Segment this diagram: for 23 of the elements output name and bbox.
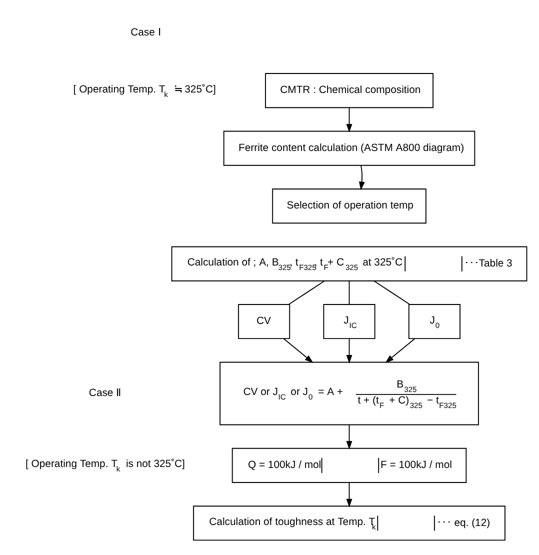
node-box: Q = 100kJ / mol F = 100kJ / mol xyxy=(232,447,467,482)
label: Case Ⅰ xyxy=(130,26,161,38)
arrow xyxy=(283,338,314,362)
node-box: CV xyxy=(238,304,290,339)
label: [ Operating Temp. T$_{k}$ ≒ 325˚C] xyxy=(73,84,216,98)
arrow xyxy=(346,424,352,450)
node-box: CV or J$_{IC}$ or J$_{0}$ = A + B$_{325}$ t + (t$_{F}$ + C)$_{325}$ − t$_{F325}$ xyxy=(220,361,479,425)
node-box: Selection of operation temp xyxy=(272,188,426,224)
connector xyxy=(373,280,410,304)
label: Case Ⅱ xyxy=(88,388,122,399)
arrow xyxy=(358,164,365,190)
node-box: J$_{0}$ xyxy=(408,304,460,339)
arrow xyxy=(346,106,352,132)
arrow xyxy=(385,338,416,362)
node-box: J$_{IC}$ xyxy=(323,304,376,339)
node-box: Ferrite content calculation (ASTM A800 diagram) xyxy=(223,130,476,166)
label: [ Operating Temp. T$_{k}$ is not 325˚C] xyxy=(26,458,185,474)
connector xyxy=(288,280,326,304)
node-box: CMTR : Chemical composition xyxy=(265,72,434,108)
node-box: Calculation of ; A, B$_{325}$, t$_{F325}$, t$_{F}$+ C$_{325}$ at 325˚C ･･･Table 3 xyxy=(171,246,528,281)
connector xyxy=(348,280,350,304)
arrow xyxy=(346,482,352,507)
arrow xyxy=(346,338,352,363)
